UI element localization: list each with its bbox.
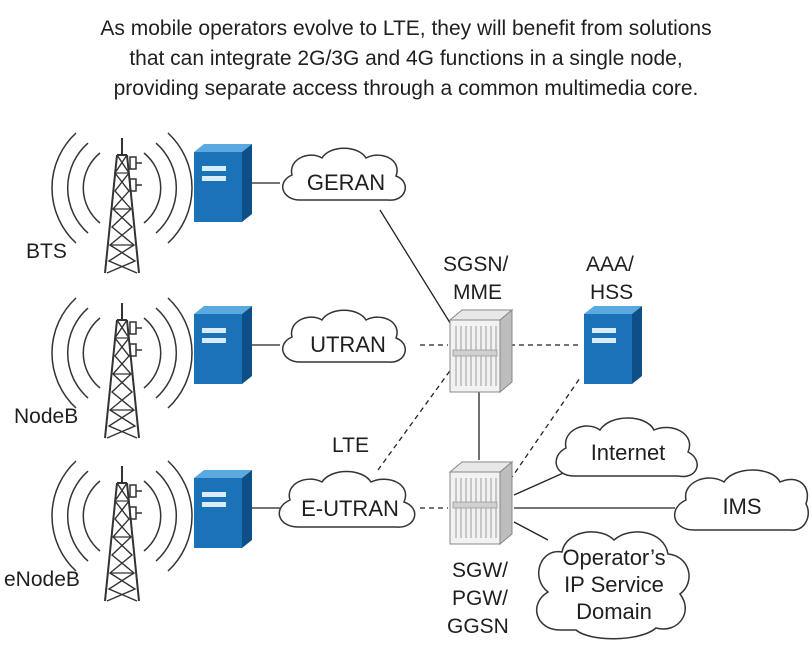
link-geran-sgsn bbox=[379, 209, 453, 327]
sgw-label-line-2: PGW/ bbox=[452, 587, 508, 610]
utran-label: UTRAN bbox=[310, 332, 386, 357]
ims-label: IMS bbox=[722, 494, 761, 519]
caption: As mobile operators evolve to LTE, they … bbox=[0, 14, 812, 104]
sgsn-mme-chassis-icon bbox=[449, 309, 513, 393]
sgsn-label-line-2: MME bbox=[453, 281, 502, 304]
internet-cloud: Internet bbox=[555, 417, 698, 478]
operator-ip-service-cloud: Operator’s IP Service Domain bbox=[536, 531, 690, 640]
eutran-label: E-UTRAN bbox=[301, 496, 399, 521]
link-sgw-internet bbox=[513, 469, 571, 496]
aaa-label-line-1: AAA/ bbox=[586, 253, 634, 276]
utran-cloud: UTRAN bbox=[282, 309, 406, 363]
geran-cloud: GERAN bbox=[282, 147, 406, 201]
lte-label: LTE bbox=[332, 434, 369, 457]
ims-cloud: IMS bbox=[673, 469, 810, 531]
sgsn-label-line-1: SGSN/ bbox=[443, 253, 509, 276]
sgw-label-line-1: SGW/ bbox=[452, 559, 508, 582]
aaa-hss-server-icon bbox=[584, 306, 642, 384]
geran-label: GERAN bbox=[307, 170, 385, 195]
rnc-server-icon bbox=[194, 306, 252, 384]
operator-label-line-1: Operator’s bbox=[562, 545, 665, 570]
aaa-label-line-2: HSS bbox=[590, 281, 633, 304]
internet-label: Internet bbox=[591, 440, 666, 465]
nodeb-label: NodeB bbox=[14, 405, 78, 428]
connections bbox=[250, 182, 675, 541]
bts-tower-icon bbox=[50, 132, 194, 274]
enodeb-server-icon bbox=[194, 470, 252, 548]
caption-line-3: providing separate access through a comm… bbox=[113, 77, 699, 100]
caption-line-2: that can integrate 2G/3G and 4G function… bbox=[129, 47, 683, 70]
link-sgw-operator bbox=[513, 521, 549, 541]
sgw-pgw-ggsn-chassis-icon bbox=[449, 461, 513, 545]
eutran-cloud: E-UTRAN bbox=[278, 470, 416, 528]
link-sgw-aaa bbox=[509, 377, 581, 481]
bts-controller-server-icon bbox=[194, 144, 252, 222]
operator-label-line-3: Domain bbox=[576, 599, 652, 624]
enodeb-label: eNodeB bbox=[4, 568, 80, 591]
operator-label-line-2: IP Service bbox=[564, 572, 664, 597]
link-eutran-sgsn bbox=[377, 367, 453, 471]
bts-label: BTS bbox=[26, 240, 67, 263]
caption-line-1: As mobile operators evolve to LTE, they … bbox=[100, 17, 712, 40]
sgw-label-line-3: GGSN bbox=[447, 615, 509, 638]
